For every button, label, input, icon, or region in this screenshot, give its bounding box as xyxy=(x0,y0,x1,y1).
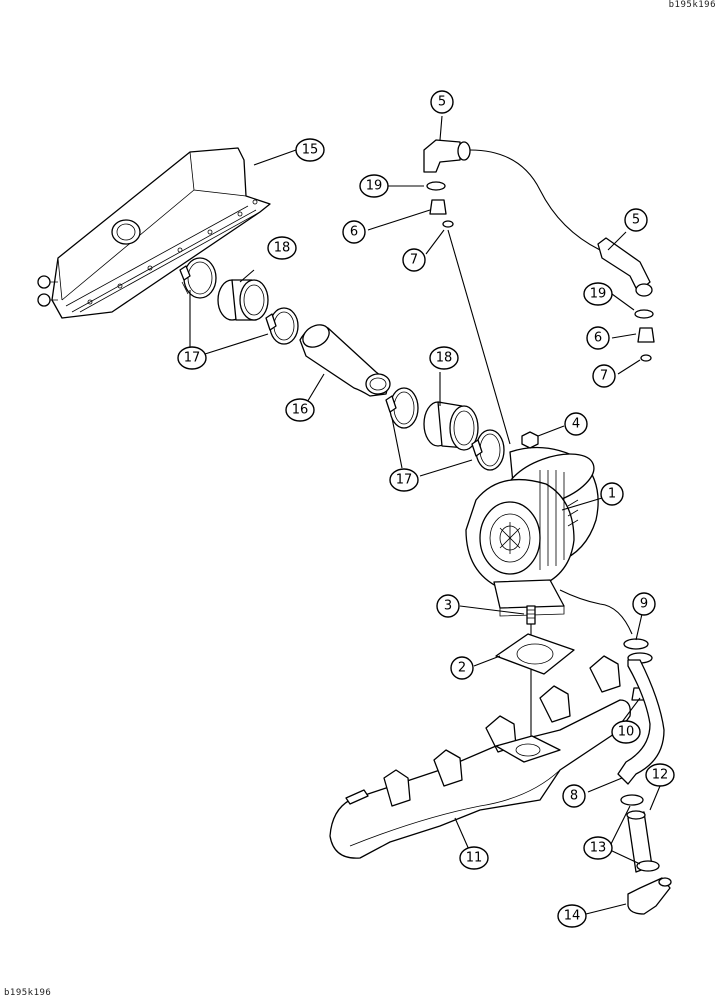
callout-11: 11 xyxy=(459,846,489,870)
adapter-fitting-lower xyxy=(637,327,655,343)
svg-text:2: 2 xyxy=(458,661,466,676)
crossover-tube xyxy=(299,324,391,397)
hose-sleeve-right xyxy=(423,401,479,451)
svg-text:18: 18 xyxy=(436,351,453,366)
oil-supply-elbow-upper xyxy=(423,139,471,173)
callout-7-upper: 7 xyxy=(402,248,426,272)
svg-text:3: 3 xyxy=(444,599,452,614)
sealing-washer-lower xyxy=(634,309,654,319)
callout-19-lower: 19 xyxy=(583,282,613,306)
alignment-line-oil-fitting xyxy=(447,229,511,445)
adapter-fitting-upper xyxy=(429,199,447,215)
callout-13: 13 xyxy=(583,836,613,860)
callout-4: 4 xyxy=(564,412,588,436)
callout-9: 9 xyxy=(632,592,656,616)
drain-hose-clamp-upper xyxy=(620,794,644,806)
callout-1: 1 xyxy=(600,482,624,506)
svg-text:14: 14 xyxy=(564,909,581,924)
svg-text:10: 10 xyxy=(618,725,635,740)
svg-text:12: 12 xyxy=(652,768,669,783)
oil-supply-line xyxy=(469,149,601,251)
svg-text:6: 6 xyxy=(350,225,358,240)
svg-text:5: 5 xyxy=(632,213,640,228)
svg-text:5: 5 xyxy=(438,95,446,110)
svg-text:18: 18 xyxy=(274,241,291,256)
svg-text:4: 4 xyxy=(572,417,580,432)
svg-text:11: 11 xyxy=(466,851,483,866)
drawing-code-top: b195k196 xyxy=(668,0,716,10)
o-ring-upper xyxy=(442,220,454,228)
callout-12: 12 xyxy=(645,763,675,787)
o-ring-lower xyxy=(640,354,652,362)
svg-text:17: 17 xyxy=(184,351,201,366)
callout-3: 3 xyxy=(436,594,460,618)
hose-clamp-left-lower xyxy=(265,307,299,345)
svg-text:7: 7 xyxy=(410,253,418,268)
hose-clamp-left-upper xyxy=(179,257,217,299)
callout-17-left: 17 xyxy=(177,346,207,370)
sealing-washer-upper xyxy=(426,181,446,191)
drawing-code-bottom: b195k196 xyxy=(4,988,52,998)
svg-text:19: 19 xyxy=(366,179,383,194)
callout-5-lower: 5 xyxy=(624,208,648,232)
hose-clamp-right-lower xyxy=(471,429,505,471)
callout-7-lower: 7 xyxy=(592,364,616,388)
svg-text:13: 13 xyxy=(590,841,607,856)
drain-hose-clamp-lower xyxy=(636,860,660,872)
callout-8: 8 xyxy=(562,784,586,808)
callout-5-upper: 5 xyxy=(430,90,454,114)
callout-6-lower: 6 xyxy=(586,326,610,350)
turbo-gasket xyxy=(495,633,575,675)
nut xyxy=(521,431,539,449)
callout-17-right: 17 xyxy=(389,468,419,492)
callout-19-upper: 19 xyxy=(359,174,389,198)
oil-supply-elbow-lower xyxy=(597,237,653,297)
svg-text:8: 8 xyxy=(570,789,578,804)
callout-2: 2 xyxy=(450,656,474,680)
aftercooler-housing xyxy=(37,147,271,319)
callout-15: 15 xyxy=(295,138,325,162)
callout-18-right: 18 xyxy=(429,346,459,370)
svg-text:15: 15 xyxy=(302,143,319,158)
svg-text:16: 16 xyxy=(292,403,309,418)
drain-hose xyxy=(626,810,653,873)
drain-gasket xyxy=(623,638,649,650)
turbocharger xyxy=(465,446,599,617)
callout-16: 16 xyxy=(285,398,315,422)
hose-clamp-right-upper xyxy=(385,387,419,429)
svg-text:7: 7 xyxy=(600,369,608,384)
callout-10: 10 xyxy=(611,720,641,744)
exhaust-manifold xyxy=(329,655,631,859)
svg-text:19: 19 xyxy=(590,287,607,302)
callout-6-upper: 6 xyxy=(342,220,366,244)
hose-sleeve-left xyxy=(217,279,269,321)
alignment-line-drain xyxy=(559,589,633,635)
svg-text:1: 1 xyxy=(608,487,616,502)
callout-14: 14 xyxy=(557,904,587,928)
oil-drain-tube xyxy=(617,659,665,785)
drain-elbow xyxy=(627,877,672,915)
svg-text:17: 17 xyxy=(396,473,413,488)
stud xyxy=(526,605,536,625)
svg-text:9: 9 xyxy=(640,597,648,612)
svg-text:6: 6 xyxy=(594,331,602,346)
callout-18-left: 18 xyxy=(267,236,297,260)
